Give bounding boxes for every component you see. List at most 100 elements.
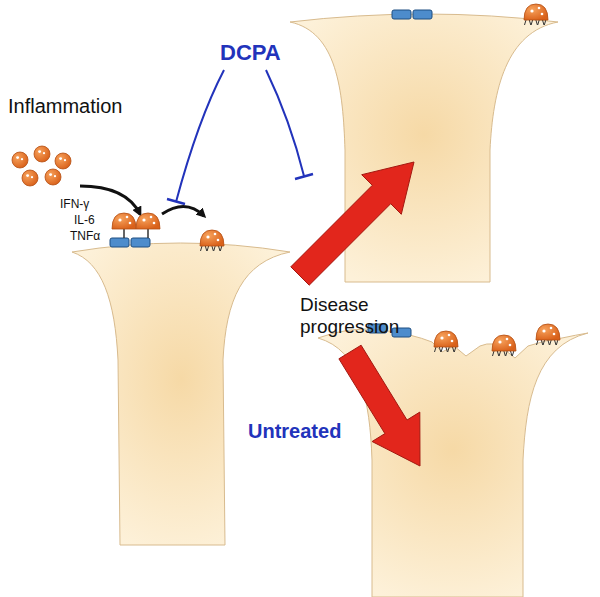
fringe bbox=[448, 347, 450, 352]
receptor-cap bbox=[524, 4, 548, 20]
receptor-cap bbox=[434, 331, 458, 347]
highlight bbox=[43, 152, 45, 154]
fringe bbox=[441, 347, 443, 352]
highlight bbox=[59, 157, 62, 160]
tight-junction bbox=[413, 10, 432, 19]
highlight bbox=[440, 336, 443, 339]
fringe bbox=[543, 20, 545, 25]
cytokine-ball bbox=[12, 152, 28, 168]
receptor bbox=[112, 213, 136, 229]
receptor-cap bbox=[136, 213, 160, 229]
cytokine-ball bbox=[45, 169, 61, 185]
highlight bbox=[550, 327, 553, 330]
highlight bbox=[206, 235, 209, 238]
highlight bbox=[217, 239, 220, 242]
receptor bbox=[136, 213, 160, 229]
fringe bbox=[453, 347, 455, 352]
cytokine-ball bbox=[22, 170, 38, 186]
fringe bbox=[219, 246, 221, 251]
fringe bbox=[511, 351, 513, 356]
fringe bbox=[214, 246, 216, 251]
fringe bbox=[555, 340, 557, 345]
fringe bbox=[525, 20, 527, 25]
fringe bbox=[544, 20, 546, 25]
inhibition-line bbox=[266, 70, 304, 176]
highlight bbox=[451, 340, 454, 343]
receptor bbox=[492, 335, 516, 356]
cytokine bbox=[34, 146, 50, 162]
highlight bbox=[153, 222, 156, 225]
inhibition-bar bbox=[295, 174, 313, 179]
highlight bbox=[506, 338, 509, 341]
highlight bbox=[214, 233, 217, 236]
highlight bbox=[118, 218, 121, 221]
figure-label: IL-6 bbox=[74, 214, 95, 228]
fringe bbox=[439, 347, 441, 352]
fringe bbox=[504, 351, 506, 356]
highlight bbox=[49, 173, 52, 176]
fringe bbox=[543, 340, 545, 345]
receptor-cap bbox=[536, 324, 560, 340]
cytokine bbox=[22, 170, 38, 186]
highlight bbox=[16, 156, 19, 159]
fringe bbox=[435, 347, 437, 352]
highlight bbox=[142, 218, 145, 221]
highlight bbox=[541, 13, 544, 16]
figure-label: TNFα bbox=[70, 230, 100, 244]
receptor bbox=[536, 324, 560, 345]
fringe bbox=[529, 20, 531, 25]
highlight bbox=[31, 176, 33, 178]
highlight bbox=[150, 216, 153, 219]
highlight bbox=[38, 150, 41, 153]
cytokine-ball bbox=[55, 153, 71, 169]
tight-junction bbox=[110, 238, 129, 247]
highlight bbox=[26, 174, 29, 177]
fringe bbox=[537, 340, 539, 345]
progression-arrow bbox=[339, 345, 420, 466]
highlight bbox=[448, 334, 451, 337]
receptor bbox=[434, 331, 458, 352]
fringe bbox=[548, 340, 550, 345]
fringe bbox=[541, 340, 543, 345]
fringe bbox=[506, 351, 508, 356]
highlight bbox=[129, 222, 132, 225]
fringe bbox=[497, 351, 499, 356]
internalize-arrow bbox=[162, 206, 204, 216]
villus-untreated bbox=[318, 329, 588, 597]
fringe bbox=[220, 246, 222, 251]
inhibition-line bbox=[176, 70, 224, 202]
receptor bbox=[200, 230, 224, 251]
cytokine bbox=[12, 152, 28, 168]
highlight bbox=[126, 216, 129, 219]
highlight bbox=[530, 9, 533, 12]
receptor-cap bbox=[492, 335, 516, 351]
cytokine-ball bbox=[34, 146, 50, 162]
cytokine bbox=[55, 153, 71, 169]
fringe bbox=[493, 351, 495, 356]
fringe bbox=[556, 340, 558, 345]
tight-junction bbox=[392, 10, 411, 19]
fringe bbox=[201, 246, 203, 251]
figure-label: IFN-γ bbox=[60, 198, 89, 212]
progression-arrow bbox=[291, 162, 414, 285]
cytokine bbox=[45, 169, 61, 185]
receptor-cap bbox=[112, 213, 136, 229]
highlight bbox=[553, 333, 556, 336]
figure-label: Untreated bbox=[248, 420, 341, 443]
fringe bbox=[207, 246, 209, 251]
highlight bbox=[509, 344, 512, 347]
highlight bbox=[64, 159, 66, 161]
receptor-cap bbox=[200, 230, 224, 246]
fringe bbox=[550, 340, 552, 345]
figure-label: Disease progression bbox=[300, 294, 420, 338]
figure-label: DCPA bbox=[220, 40, 281, 65]
highlight bbox=[542, 329, 545, 332]
fringe bbox=[531, 20, 533, 25]
inhibition-bar bbox=[167, 199, 185, 204]
fringe bbox=[499, 351, 501, 356]
tight-junction bbox=[131, 238, 150, 247]
fringe bbox=[205, 246, 207, 251]
highlight bbox=[498, 340, 501, 343]
fringe bbox=[212, 246, 214, 251]
